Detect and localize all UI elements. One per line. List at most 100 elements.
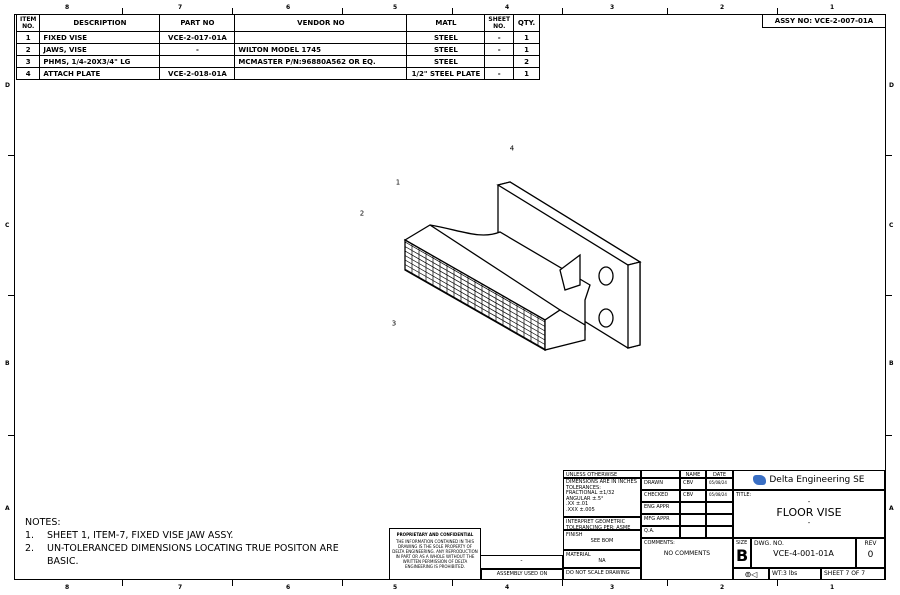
note-item: 1. SHEET 1, ITEM-7, FIXED VISE JAW ASSY.	[25, 529, 365, 542]
balloon-number: 3	[392, 320, 396, 328]
zone-tick	[232, 580, 233, 586]
zone-label-right: B	[889, 360, 894, 367]
balloon-number: 1	[396, 179, 400, 187]
note-text: SHEET 1, ITEM-7, FIXED VISE JAW ASSY.	[47, 530, 234, 541]
tolerance-header: UNLESS OTHERWISE SPECIFIED	[563, 470, 641, 478]
zone-label-bottom: 2	[720, 584, 725, 591]
company-block: Delta Engineering SE	[733, 470, 885, 490]
zone-label-top: 5	[393, 4, 398, 11]
tolerance-line: DIMENSIONS ARE IN INCHES	[566, 479, 637, 485]
date-header: DATE	[706, 470, 733, 478]
zone-label-bottom: 3	[610, 584, 615, 591]
zone-label-top: 3	[610, 4, 615, 11]
rev-label: REV	[864, 540, 877, 547]
approval-role: CHECKED	[641, 490, 680, 502]
drawing-title: FLOOR VISE	[776, 506, 842, 519]
zone-tick	[667, 580, 668, 586]
bom-header: ITEM NO.	[15, 14, 41, 32]
comments-value: NO COMMENTS	[663, 550, 711, 557]
rev-cell: REV 0	[856, 538, 885, 568]
balloon-number: 4	[510, 145, 515, 153]
zone-label-bottom: 7	[178, 584, 183, 591]
size-label: SIZE	[736, 540, 748, 546]
zone-label-bottom: 1	[830, 584, 835, 591]
zone-label-bottom: 8	[65, 584, 70, 591]
material-label: MATERIAL	[566, 552, 591, 558]
zone-label-top: 7	[178, 4, 183, 11]
notes: NOTES: 1. SHEET 1, ITEM-7, FIXED VISE JAW…	[25, 516, 365, 568]
dwg-no-cell: DWG. NO.VCE-4-001-01A	[751, 538, 856, 568]
interpret-note: INTERPRET GEOMETRIC TOLERANCING PER: ASM…	[563, 517, 641, 530]
zone-tick	[342, 580, 343, 586]
zone-tick	[122, 580, 123, 586]
zone-tick	[886, 155, 892, 156]
finish-label: FINISH	[566, 532, 583, 538]
zone-label-top: 1	[830, 4, 835, 11]
tolerance-line: TOLERANCES:	[566, 484, 601, 491]
zone-label-top: 8	[65, 4, 70, 11]
company-logo-icon	[753, 474, 767, 485]
note-number: 1.	[25, 530, 35, 541]
title-cell: TITLE: - FLOOR VISE -	[733, 490, 885, 538]
zone-tick	[886, 435, 892, 436]
note-text: UN-TOLERANCED DIMENSIONS LOCATING TRUE P…	[47, 543, 339, 567]
approval-value: 05/08/24	[706, 490, 733, 502]
approval-value	[706, 502, 733, 514]
zone-label-right: D	[889, 82, 894, 89]
zone-label-left: A	[5, 505, 10, 512]
approval-role: Q.A.	[641, 526, 680, 538]
assembly-number: ASSY NO: VCE-2-007-01A	[762, 14, 886, 28]
comments-cell: COMMENTS: NO COMMENTS	[641, 538, 733, 580]
approval-value	[680, 502, 706, 514]
approval-value: CBV	[680, 478, 706, 490]
size-value: B	[736, 546, 749, 565]
title-label: TITLE:	[736, 492, 752, 498]
zone-tick	[232, 8, 233, 14]
approval-value	[706, 514, 733, 526]
zone-tick	[777, 580, 778, 586]
tolerance-line: ANGULAR ±.5°	[566, 495, 604, 502]
approval-value: CBV	[680, 490, 706, 502]
comments-label: COMMENTS:	[644, 540, 675, 546]
proprietary-text: THE INFORMATION CONTAINED IN THIS DRAWIN…	[392, 539, 478, 569]
dwg-no-label: DWG. NO.	[754, 540, 784, 547]
projection-symbol-icon: ⊚◁	[733, 568, 769, 580]
zone-tick	[886, 295, 892, 296]
approval-header-blank	[641, 470, 680, 478]
approval-value: 05/08/24	[706, 478, 733, 490]
proprietary-block: PROPRIETARY AND CONFIDENTIAL THE INFORMA…	[389, 528, 481, 580]
next-assy: -	[481, 555, 563, 569]
do-not-scale: DO NOT SCALE DRAWING	[563, 568, 641, 580]
bom-cell: 4	[15, 67, 41, 80]
zone-label-top: 6	[286, 4, 291, 11]
bom-cell: 1/2" STEEL PLATE	[406, 67, 486, 80]
zone-tick	[452, 580, 453, 586]
rev-value: 0	[867, 550, 874, 560]
title-dash: -	[807, 519, 811, 527]
tolerance-line: FRACTIONAL ±1/32	[566, 490, 615, 496]
tolerance-line: .XX ±.01	[566, 501, 589, 507]
sheet-number: SHEET 7 OF 7	[821, 568, 885, 580]
bom-cell: 3	[15, 55, 41, 68]
notes-title: NOTES:	[25, 517, 61, 528]
zone-label-right: C	[889, 222, 894, 229]
approval-role: DRAWN	[641, 478, 680, 490]
proprietary-title: PROPRIETARY AND CONFIDENTIAL	[396, 532, 474, 537]
zone-label-top: 4	[505, 4, 510, 11]
zone-label-bottom: 6	[286, 584, 291, 591]
zone-tick	[562, 8, 563, 14]
zone-tick	[562, 580, 563, 586]
name-header: NAME	[680, 470, 706, 478]
jaw-serrations	[404, 240, 546, 350]
zone-label-bottom: 5	[393, 584, 398, 591]
zone-tick	[8, 155, 14, 156]
assembly-used-on-label: ASSEMBLY USED ON	[481, 569, 563, 580]
bom-cell: ATTACH PLATE	[39, 67, 161, 80]
zone-label-left: C	[5, 222, 10, 229]
zone-label-right: A	[889, 505, 894, 512]
